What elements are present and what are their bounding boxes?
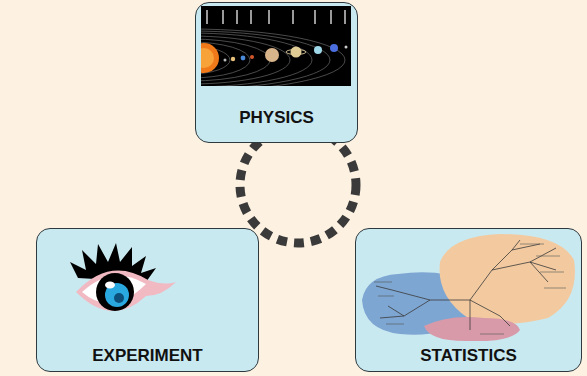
solar-system-picture — [35, 6, 351, 91]
box-label: PHYSICS — [236, 108, 317, 128]
eye-icon — [70, 243, 176, 311]
tree-of-life-picture — [362, 234, 575, 341]
box-label: STATISTICS — [417, 346, 520, 366]
physics-box: PHYSICS — [195, 2, 358, 143]
dashed-cycle — [240, 127, 356, 243]
experiment-box: EXPERIMENT — [36, 228, 259, 372]
statistics-box: STATISTICS — [355, 228, 582, 372]
box-label: EXPERIMENT — [89, 346, 206, 366]
